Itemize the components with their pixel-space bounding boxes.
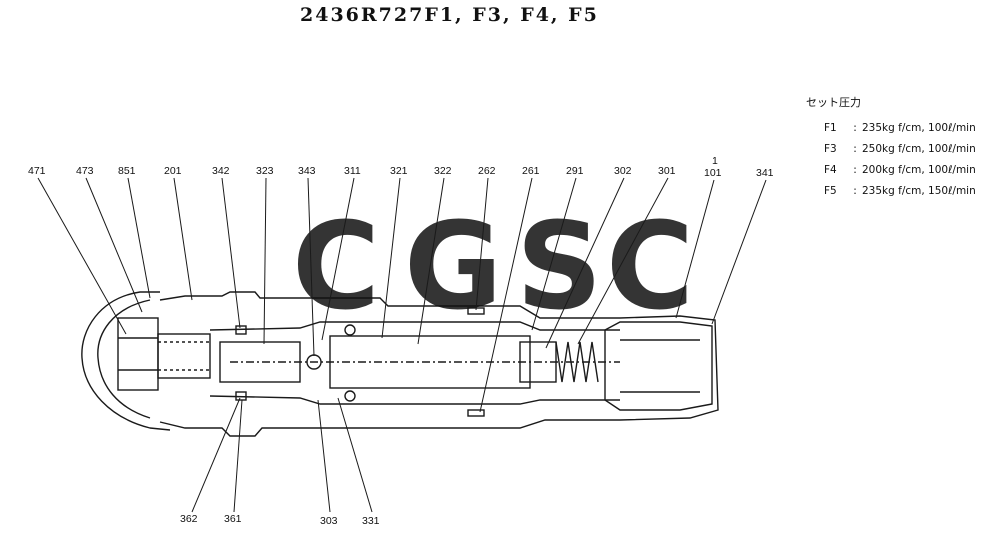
part-labels-top: 471 473 851 201 342 323 343 311 321 322 … (28, 155, 774, 179)
plug-341 (604, 321, 713, 411)
part-label: 331 (362, 515, 380, 527)
leader-line-362 (191, 397, 241, 513)
part-label: 362 (180, 513, 198, 525)
leader-line-301 (577, 177, 669, 345)
leader-line-291 (531, 177, 577, 331)
seal-361 (235, 391, 247, 401)
sleeve-323 (219, 341, 301, 383)
watermark-letter-s: S (516, 198, 602, 337)
leader-line-343 (307, 177, 315, 357)
spec-row-f1: F1:235kg f/cm, 100ℓ/min (824, 118, 996, 139)
leader-line-473 (85, 177, 143, 313)
end-cap-inner (97, 299, 151, 419)
leader-line-321 (381, 177, 401, 339)
bore-upper (209, 321, 620, 331)
poppet-302 (519, 341, 557, 383)
part-label: 473 (76, 165, 94, 177)
spec-code: F4 (824, 164, 837, 176)
spring-301 (555, 341, 599, 383)
page-title: 2436R727F1, F3, F4, F5 (300, 4, 599, 26)
spec-value: 200kg f/cm, 100ℓ/min (862, 164, 976, 176)
o-ring-261 (467, 409, 485, 417)
watermark-letter-c: C (606, 198, 694, 337)
part-label: 341 (756, 167, 774, 179)
leader-line-261 (479, 177, 533, 413)
spec-code: F5 (824, 185, 837, 197)
spec-code: F1 (824, 122, 837, 134)
leader-line-361 (233, 399, 243, 513)
part-label: 361 (224, 513, 242, 525)
end-cap-dome (81, 291, 171, 431)
leader-lines (37, 177, 767, 513)
valve-drawing (81, 291, 719, 437)
leader-line-311 (321, 177, 355, 341)
leader-line-262 (475, 177, 489, 311)
leader-line-471 (37, 177, 127, 335)
leader-line-323 (263, 177, 267, 345)
body-201-outline (159, 291, 719, 437)
leader-line-342 (221, 177, 241, 329)
set-pressure-table: セット圧力 F1:235kg f/cm, 100ℓ/min F3:250kg f… (806, 94, 996, 202)
leader-line-341 (711, 179, 767, 325)
part-label: 1 (712, 155, 718, 167)
part-label: 291 (566, 165, 584, 177)
spec-separator: : (853, 185, 857, 197)
o-ring (344, 390, 356, 402)
part-label: 303 (320, 515, 338, 527)
part-label: 301 (658, 165, 676, 177)
spec-code: F3 (824, 143, 837, 155)
part-label: 342 (212, 165, 230, 177)
part-label: 851 (118, 165, 136, 177)
part-label: 321 (390, 165, 408, 177)
cgsc-watermark: C G S C (292, 198, 694, 337)
spec-row-f3: F3:250kg f/cm, 100ℓ/min (824, 139, 996, 160)
spec-value: 235kg f/cm, 100ℓ/min (862, 122, 976, 134)
seal-342 (235, 325, 247, 335)
adjust-screw (157, 333, 211, 379)
part-labels-bottom: 362 361 303 331 (180, 513, 380, 527)
part-label: 311 (344, 165, 361, 177)
spec-separator: : (853, 143, 857, 155)
lock-nut-471 (117, 317, 159, 391)
leader-line-101 (675, 179, 715, 319)
spec-row-f4: F4:200kg f/cm, 100ℓ/min (824, 160, 996, 181)
set-pressure-heading: セット圧力 (806, 96, 861, 109)
spec-separator: : (853, 164, 857, 176)
spec-separator: : (853, 122, 857, 134)
part-label: 262 (478, 165, 496, 177)
part-label: 471 (28, 165, 46, 177)
part-label: 101 (704, 167, 722, 179)
spec-value: 235kg f/cm, 150ℓ/min (862, 185, 976, 197)
spec-value: 250kg f/cm, 100ℓ/min (862, 143, 976, 155)
part-label: 302 (614, 165, 632, 177)
leader-line-201 (173, 177, 193, 301)
bore-lower (209, 395, 620, 405)
leader-line-322 (417, 177, 445, 345)
leader-line-303 (317, 399, 331, 513)
part-label: 201 (164, 165, 182, 177)
leader-line-851 (127, 177, 151, 299)
part-label: 343 (298, 165, 316, 177)
leader-line-302 (545, 177, 625, 349)
watermark-letter-g: G (404, 198, 503, 337)
part-label: 322 (434, 165, 452, 177)
leader-line-331 (337, 397, 373, 513)
part-label: 261 (522, 165, 540, 177)
part-label: 323 (256, 165, 274, 177)
o-ring (344, 324, 356, 336)
spec-row-f5: F5:235kg f/cm, 150ℓ/min (824, 181, 996, 202)
